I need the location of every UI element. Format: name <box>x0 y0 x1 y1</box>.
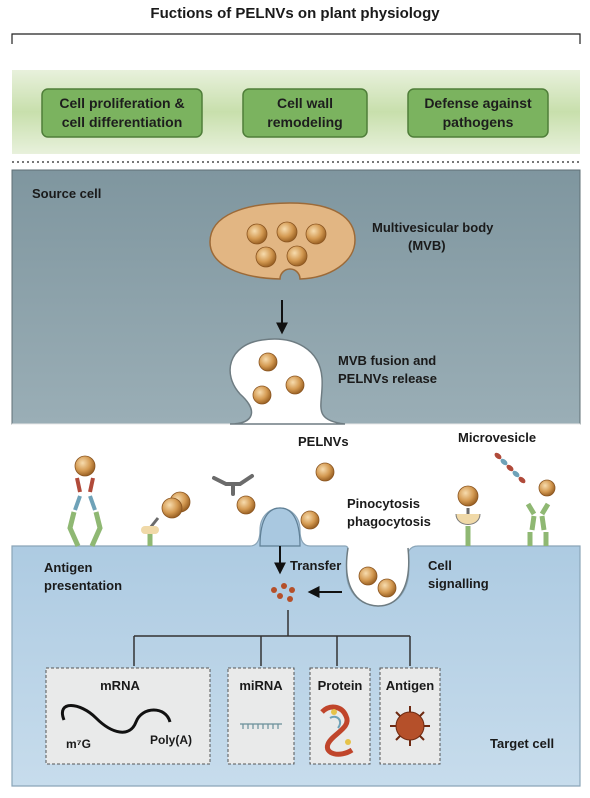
free-vesicle <box>315 462 335 482</box>
cargo-box-mrna: mRNA m⁷G Poly(A) <box>45 667 211 765</box>
cell-signalling-label: Cell <box>428 558 452 573</box>
fusion-label: MVB fusion and <box>338 353 436 368</box>
cell-signalling-label: signalling <box>428 576 489 591</box>
antigen-presentation-label: Antigen <box>44 560 92 575</box>
transfer-label: Transfer <box>290 558 341 573</box>
mirna-label: miRNA <box>239 678 283 693</box>
free-receptor-icon <box>212 474 254 496</box>
function-box-cell-wall: Cell wall remodeling <box>242 88 368 138</box>
pinocytosis-label: phagocytosis <box>347 514 431 529</box>
function-box-defense: Defense against pathogens <box>407 88 549 138</box>
function-label: pathogens <box>443 114 514 130</box>
antigen-particle-icon <box>390 706 430 746</box>
multivesicular-body <box>209 202 356 280</box>
function-label: Cell proliferation & <box>59 95 184 111</box>
pinocytosis-label: Pinocytosis <box>347 496 420 511</box>
dimer-receptor-icon <box>525 502 551 546</box>
source-cell-label: Source cell <box>32 186 101 201</box>
function-label: Defense against <box>424 95 532 111</box>
target-cell-label: Target cell <box>490 736 554 751</box>
engulfed-vesicle <box>358 566 378 586</box>
antigen-presentation-label: presentation <box>44 578 122 593</box>
title-bracket <box>11 33 581 44</box>
cargo-cluster-icon <box>271 583 295 602</box>
free-vesicle <box>538 479 556 497</box>
fusion-label: PELNVs release <box>338 371 437 386</box>
signalling-receptor-icon <box>455 485 481 546</box>
function-label: cell differentiation <box>62 114 183 130</box>
mvb-fusion <box>12 338 580 425</box>
protein-structure-icon <box>320 704 354 757</box>
cargo-box-mirna: miRNA <box>227 667 295 765</box>
cargo-box-antigen: Antigen <box>379 667 441 765</box>
mirna-strand-icon <box>240 723 282 729</box>
function-box-proliferation: Cell proliferation & cell differentiatio… <box>41 88 203 138</box>
free-vesicle <box>236 495 256 515</box>
function-label: Cell wall <box>277 95 333 111</box>
mrna-label: mRNA <box>100 678 140 693</box>
m7g-label: m⁷G <box>66 737 91 751</box>
antigen-receptor-icon <box>67 455 103 548</box>
mrna-strand-icon <box>60 704 172 734</box>
diagram-title: Fuctions of PELNVs on plant physiology <box>150 5 440 22</box>
cargo-box-protein: Protein <box>309 667 371 765</box>
function-label: remodeling <box>267 114 342 130</box>
antigen-label: Antigen <box>386 678 434 693</box>
mvb-label: (MVB) <box>408 238 446 253</box>
endocytic-bud <box>259 507 301 547</box>
free-vesicle <box>300 510 320 530</box>
receptor-icon <box>141 497 183 546</box>
mvb-label: Multivesicular body <box>372 220 494 235</box>
microvesicle-icon <box>494 452 526 484</box>
engulfed-vesicle <box>377 578 397 598</box>
protein-label: Protein <box>318 678 363 693</box>
polya-label: Poly(A) <box>150 733 192 747</box>
microvesicle-label: Microvesicle <box>458 430 536 445</box>
pelnvs-label: PELNVs <box>298 434 349 449</box>
cargo-tree-connector <box>133 610 411 666</box>
